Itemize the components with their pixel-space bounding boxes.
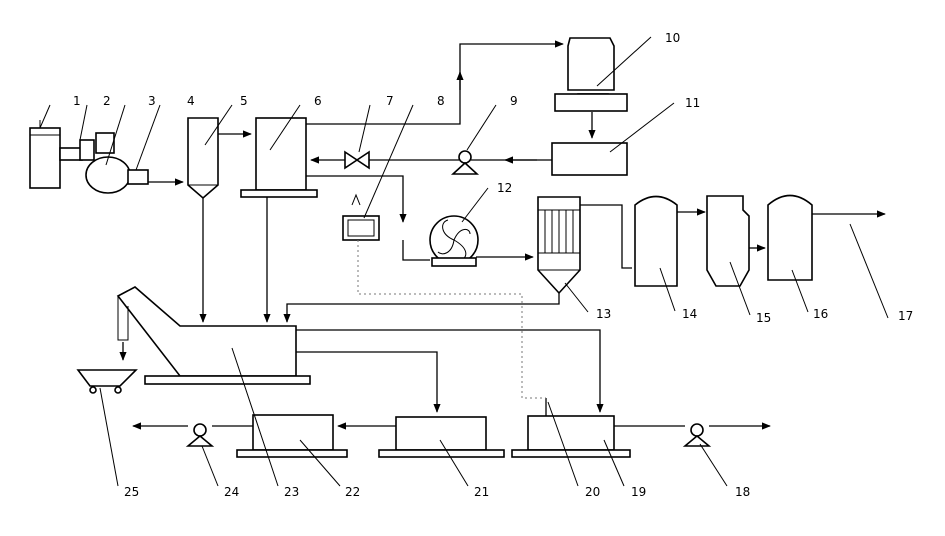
- equipment-9-pump: [450, 150, 480, 175]
- equipment-22-tank: [236, 414, 348, 458]
- label-24: 24: [224, 485, 239, 499]
- equipment-13-bag-filter: [537, 196, 581, 295]
- label-11: 11: [685, 96, 700, 110]
- label-4: 4: [187, 94, 195, 108]
- label-21: 21: [474, 485, 489, 499]
- equipment-3-crusher: [85, 132, 149, 194]
- equipment-6-tank: [240, 117, 318, 198]
- equipment-24-pump: [185, 423, 215, 447]
- label-22: 22: [345, 485, 360, 499]
- label-2: 2: [103, 94, 111, 108]
- duct-1-to-2: [59, 139, 95, 161]
- label-17: 17: [898, 309, 913, 323]
- label-9: 9: [510, 94, 518, 108]
- equipment-10-condenser: [554, 37, 628, 112]
- equipment-16-column: [767, 194, 813, 281]
- label-10: 10: [665, 31, 680, 45]
- equipment-21-tank: [378, 416, 505, 458]
- label-16: 16: [813, 307, 828, 321]
- equipment-23-conveyor-tank: [116, 286, 311, 385]
- equipment-15-column: [706, 195, 750, 287]
- label-13: 13: [596, 307, 611, 321]
- label-20: 20: [585, 485, 600, 499]
- label-15: 15: [756, 311, 771, 325]
- label-5: 5: [240, 94, 248, 108]
- equipment-18-pump: [682, 423, 712, 447]
- label-19: 19: [631, 485, 646, 499]
- equipment-1-feed-bin: [29, 120, 61, 189]
- label-1: 1: [73, 94, 81, 108]
- label-18: 18: [735, 485, 750, 499]
- label-7: 7: [386, 94, 394, 108]
- equipment-25-cart: [76, 369, 138, 394]
- label-3: 3: [148, 94, 156, 108]
- flow-lines: [119, 40, 886, 430]
- equipment-7-valve: [344, 150, 370, 170]
- label-25: 25: [124, 485, 139, 499]
- equipment-12-fan: [429, 215, 479, 267]
- label-23: 23: [284, 485, 299, 499]
- equipment-5-cyclone: [187, 117, 219, 200]
- equipment-19-tank: [511, 398, 631, 458]
- equipment-8-monitor: [342, 193, 380, 241]
- leader-lines: [39, 36, 889, 487]
- number-labels: 1 2 3 4 5 6 7 8 9 10 11 12 13 14 15 16 1…: [73, 31, 913, 499]
- label-14: 14: [682, 307, 697, 321]
- label-12: 12: [497, 181, 512, 195]
- label-8: 8: [437, 94, 445, 108]
- label-6: 6: [314, 94, 322, 108]
- equipment-14-column: [634, 195, 678, 287]
